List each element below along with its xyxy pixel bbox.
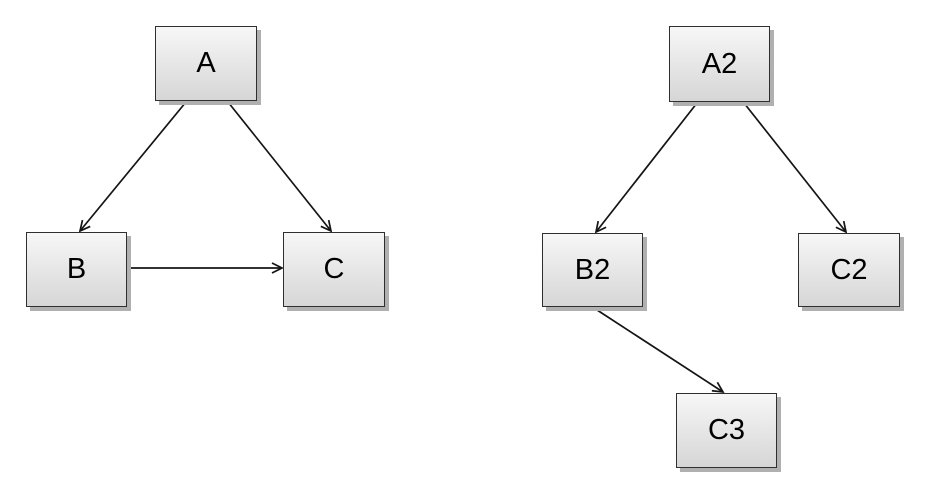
node-B-label: B <box>66 253 87 285</box>
node-A-label: A <box>196 47 216 79</box>
node-B2[interactable]: B2 <box>542 233 643 307</box>
node-C[interactable]: C <box>283 232 385 307</box>
node-B2-label: B2 <box>574 253 611 286</box>
edge-B2-to-C3[interactable] <box>593 307 725 394</box>
node-C3[interactable]: C3 <box>676 393 777 468</box>
edge-A2-to-C2[interactable] <box>743 102 848 234</box>
node-C3-label: C3 <box>707 414 746 446</box>
edge-A2-to-B2[interactable] <box>594 102 698 234</box>
node-C-label: C <box>323 253 345 285</box>
edge-A-to-B[interactable] <box>78 101 187 233</box>
edge-A-to-C[interactable] <box>227 101 333 233</box>
node-A2-label: A2 <box>701 47 738 80</box>
node-A2[interactable]: A2 <box>669 26 770 102</box>
node-C2-label: C2 <box>830 253 868 286</box>
node-C2[interactable]: C2 <box>798 233 900 307</box>
node-B[interactable]: B <box>26 232 127 307</box>
node-A[interactable]: A <box>155 26 257 101</box>
